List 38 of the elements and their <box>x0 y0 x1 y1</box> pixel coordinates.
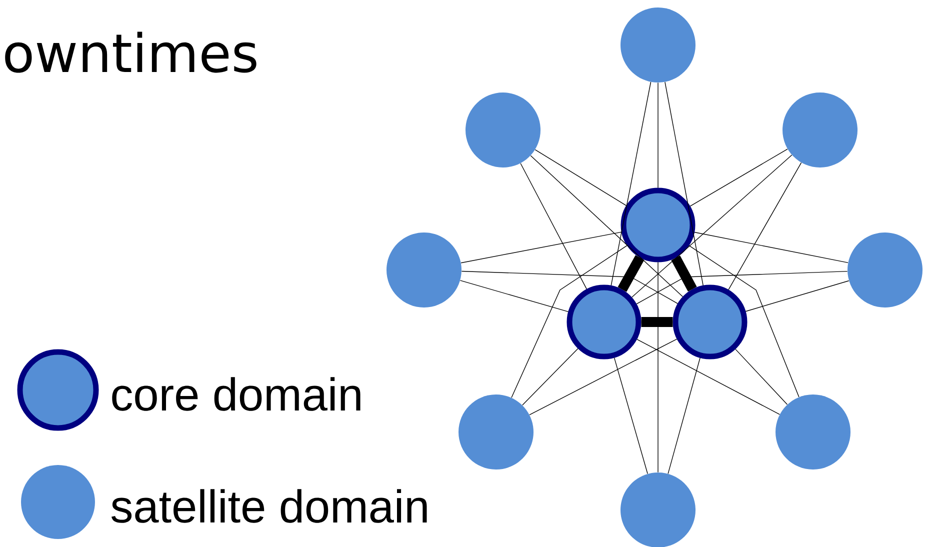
link-line <box>530 155 684 298</box>
satellite-domain-circle <box>782 92 858 168</box>
satellite-domain-circle <box>776 394 850 470</box>
link-line <box>461 270 678 304</box>
link-line <box>688 245 800 398</box>
satellite-domain-circle <box>848 232 922 308</box>
link-line <box>735 348 788 405</box>
link-line <box>534 149 627 206</box>
thick-link <box>618 255 644 292</box>
satellite-domain-circle <box>466 92 540 168</box>
satellite-domain-circle <box>458 394 534 470</box>
legend-label: satellite domain <box>112 489 427 523</box>
title: owntimes <box>5 32 256 73</box>
link-line <box>668 358 700 474</box>
legend-label: core domain <box>112 377 360 411</box>
link-line <box>694 232 848 264</box>
thick-link <box>641 317 673 327</box>
link-line <box>460 280 569 312</box>
link-line <box>745 280 850 312</box>
core-domain-circle <box>672 284 748 360</box>
link-line <box>529 338 678 416</box>
link-line <box>522 348 578 406</box>
link-line <box>511 245 628 398</box>
link-line <box>664 82 704 286</box>
link-line <box>610 82 652 286</box>
link-line <box>728 162 802 290</box>
satellite-domain-circle <box>386 232 462 308</box>
link-line <box>632 154 792 298</box>
link-line <box>520 163 588 290</box>
link-line <box>614 357 648 474</box>
core-domain-circle <box>620 188 696 262</box>
link-line <box>636 339 780 415</box>
thick-link <box>671 255 697 292</box>
link-line <box>636 270 848 304</box>
core-domain-circle <box>566 284 642 360</box>
satellite-domain-circle <box>620 8 696 82</box>
link-line <box>690 148 788 206</box>
link-line <box>460 232 622 264</box>
